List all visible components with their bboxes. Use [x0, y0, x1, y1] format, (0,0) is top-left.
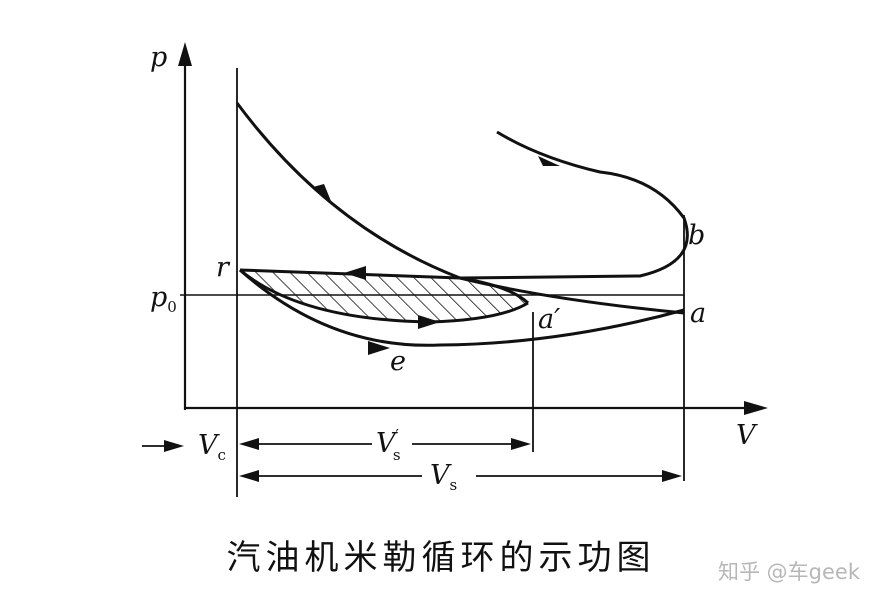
v-axis-label: V [736, 420, 758, 451]
point-a-prime-label: a′ [538, 304, 560, 335]
point-b-label: b [688, 220, 705, 251]
p-axis-arrow [178, 42, 192, 66]
vc-arrowhead [164, 440, 184, 452]
point-e-label: e [390, 346, 406, 377]
exhaust-lower-arrow [344, 266, 366, 280]
point-a-label: a [690, 298, 706, 329]
v-axis-arrow [744, 401, 768, 415]
intake-curve-a-prime [239, 268, 529, 324]
axes [178, 42, 768, 415]
vc-label: Vc [198, 430, 226, 464]
p-axis-label: p [150, 42, 167, 73]
intake-a-prime-arrow [418, 315, 440, 329]
vs-arrow-right [662, 470, 682, 482]
exhaust-stroke [239, 130, 689, 280]
intake-e-arrow [368, 341, 390, 355]
pumping-loop-hatch [240, 270, 528, 322]
vs-prime-arrow-left [239, 438, 259, 450]
point-labels: p V r b a a′ e p0 [150, 42, 758, 451]
watermark: 知乎 @车geek [717, 560, 860, 584]
vs-arrow-left [239, 470, 259, 482]
figure-caption: 汽油机米勒循环的示功图 [226, 538, 656, 578]
dimensions [142, 438, 682, 482]
expansion-arrow [313, 184, 333, 206]
vs-label: Vs [430, 460, 457, 494]
exhaust-top-arrow [538, 156, 560, 166]
intake-curve-upper [459, 276, 530, 305]
curve-arrows [313, 156, 560, 355]
p0-label: p0 [150, 282, 177, 316]
intake-curve-e [239, 268, 685, 347]
vs-prime-label: V′s [376, 426, 401, 464]
dimension-labels: Vc V′s Vs [198, 426, 457, 494]
point-r-label: r [216, 252, 231, 283]
cycle-curves [235, 102, 689, 347]
vs-prime-arrow-right [511, 438, 531, 450]
